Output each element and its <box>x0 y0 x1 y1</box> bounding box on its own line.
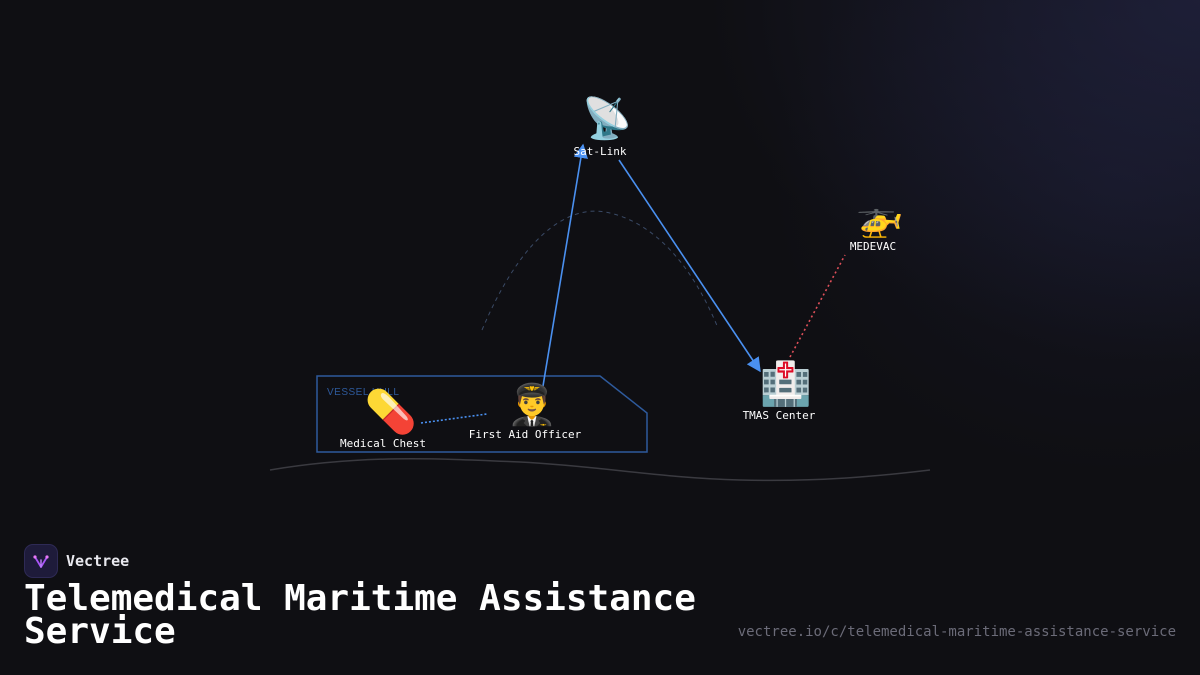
node-label-medical-chest: Medical Chest <box>340 437 426 450</box>
vessel-hull <box>316 375 648 453</box>
node-sat-link[interactable]: 📡 Sat-Link <box>574 93 632 158</box>
sea-line <box>269 457 931 482</box>
node-label-medevac: MEDEVAC <box>850 240 896 253</box>
node-label-tmas-center: TMAS Center <box>743 409 816 422</box>
link-tmas-to-medevac <box>789 254 846 358</box>
brand-name: Vectree <box>66 552 130 570</box>
node-label-sat-link: Sat-Link <box>574 145 627 158</box>
link-satlink-to-tmas <box>618 159 761 373</box>
node-medevac[interactable]: 🚁 MEDEVAC <box>850 195 904 253</box>
node-first-aid-officer[interactable]: 👨‍✈️ First Aid Officer <box>469 381 582 441</box>
node-tmas-center[interactable]: 🏥 TMAS Center <box>743 359 816 422</box>
vectree-logo-icon <box>24 544 58 578</box>
satellite-antenna-icon: 📡 <box>582 93 632 142</box>
brand: Vectree <box>24 544 129 578</box>
pill-icon: 💊 <box>365 386 417 437</box>
page-title: Telemedical Maritime Assistance Service <box>24 578 696 652</box>
hospital-icon: 🏥 <box>760 359 812 408</box>
node-label-first-aid-officer: First Aid Officer <box>469 428 582 441</box>
node-medical-chest[interactable]: 💊 Medical Chest <box>340 386 426 450</box>
page-url[interactable]: vectree.io/c/telemedical-maritime-assist… <box>737 624 1176 640</box>
link-chest-to-officer <box>420 413 488 424</box>
helicopter-icon: 🚁 <box>856 195 903 239</box>
satellite-coverage-arc <box>481 210 719 331</box>
vessel-hull-label: VESSEL HULL <box>327 387 399 398</box>
pilot-officer-icon: 👨‍✈️ <box>507 381 557 428</box>
link-officer-to-satlink <box>542 143 588 387</box>
